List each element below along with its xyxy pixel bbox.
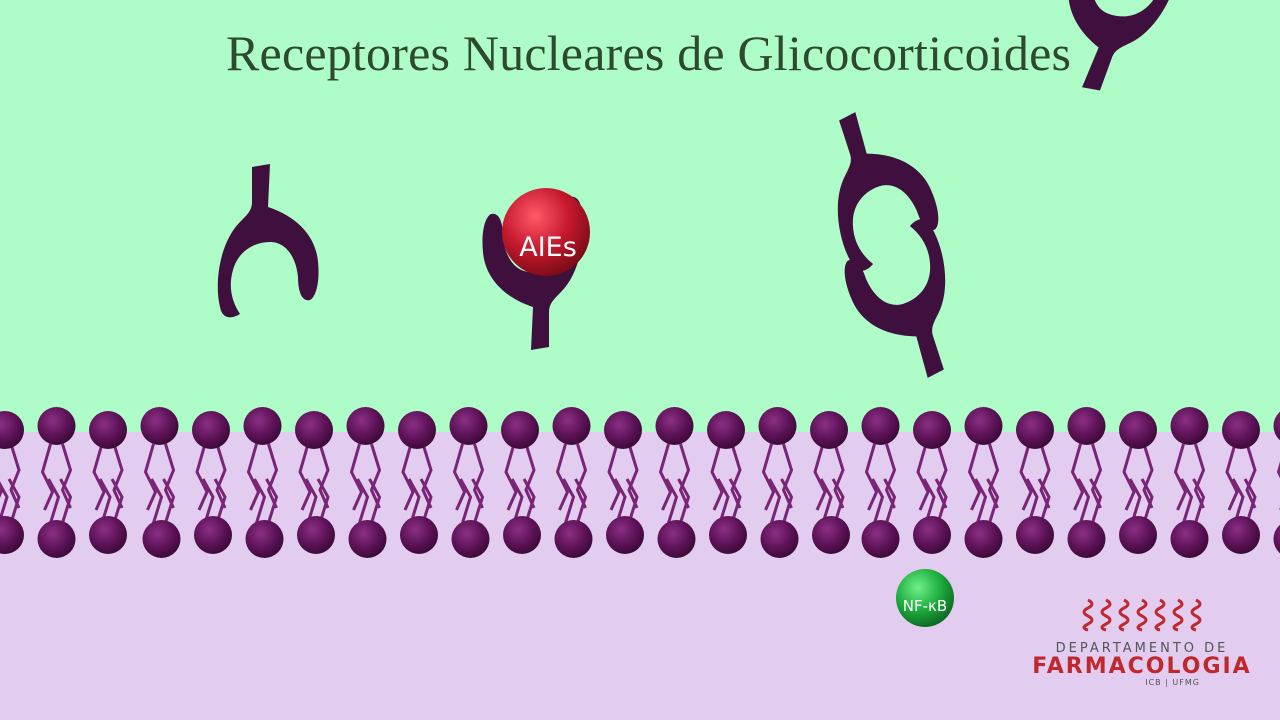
nfkb-label: NF-κB [903, 597, 947, 615]
receptor-dimer [805, 97, 978, 393]
department-logo: DEPARTAMENTO DE FARMACOLOGIA ICB | UFMG [1022, 596, 1262, 706]
nucleus-region [0, 432, 1280, 720]
membrane-bilayer [0, 407, 1280, 558]
aies-molecule: AIEs [502, 188, 590, 276]
nfkb-molecule: NF-κB [896, 569, 954, 627]
aies-label: AIEs [519, 232, 577, 263]
logo-line-2: FARMACOLOGIA [1032, 654, 1252, 679]
cytoplasm-region [0, 0, 1280, 432]
slide-title: Receptores Nucleares de Glicocorticoides [226, 25, 1072, 81]
helix-logo-icon [1082, 598, 1202, 632]
logo-line-1: DEPARTAMENTO DE [1055, 641, 1229, 656]
receptor-free [217, 164, 319, 318]
logo-line-3: ICB | UFMG [1145, 678, 1200, 687]
